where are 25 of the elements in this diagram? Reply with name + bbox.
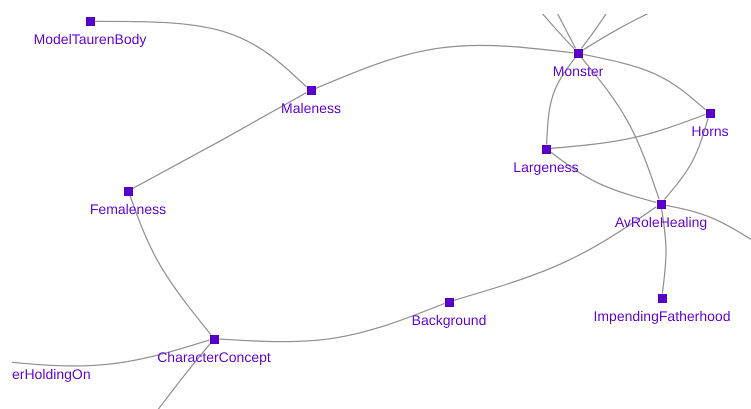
node-label: ModelTaurenBody [34, 31, 146, 47]
connector-line [580, 57, 660, 200]
connector-line [582, 54, 706, 110]
connector-line [315, 44, 574, 90]
connector-line [12, 339, 210, 367]
connector-line [664, 117, 709, 200]
connector-line [453, 206, 657, 302]
connector-line [94, 20, 307, 88]
node-label: Background [412, 312, 486, 328]
connector-line [550, 114, 706, 150]
connector-line [660, 208, 667, 294]
connector-line [129, 195, 212, 335]
connector-line [546, 57, 576, 145]
node-label: Horns [691, 123, 729, 139]
connector-line [550, 151, 657, 204]
node-label: Femaleness [90, 201, 166, 217]
connector-line [218, 302, 445, 342]
node-label: CharacterConcept [157, 349, 271, 365]
node-label: AvRoleHealing [614, 214, 708, 230]
connector-line [132, 92, 307, 190]
node-label: Monster [552, 63, 604, 79]
node-label: Maleness [281, 100, 341, 116]
node-label: erHoldingOn [12, 366, 91, 382]
node-label: ImpendingFatherhood [594, 308, 730, 324]
node-label: Largeness [513, 159, 579, 175]
